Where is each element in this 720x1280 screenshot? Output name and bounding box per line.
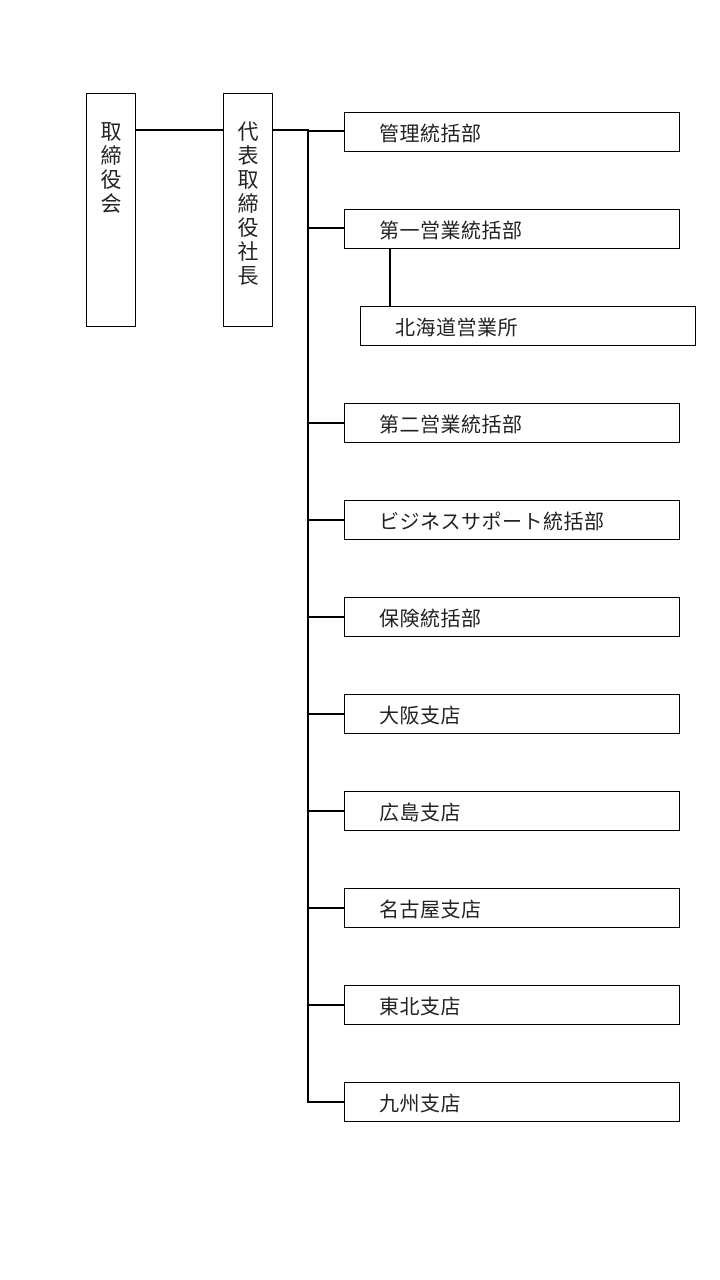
president-char: 表	[237, 144, 259, 168]
president-box: 代 表 取 締 役 社 長	[223, 93, 273, 327]
dept-label: 第一営業統括部	[379, 218, 523, 243]
dept-label: 保険統括部	[379, 606, 482, 631]
dept-label: ビジネスサポート統括部	[379, 509, 605, 534]
board-char: 取	[100, 120, 122, 144]
dept-label: 第二営業統括部	[379, 412, 523, 437]
dept-label: 九州支店	[379, 1091, 461, 1116]
dept-box-tohoku: 東北支店	[344, 985, 680, 1025]
branch-line	[307, 1004, 344, 1006]
branch-line	[307, 227, 344, 229]
dept-box-business-support: ビジネスサポート統括部	[344, 500, 680, 540]
dept-box-eigyo2: 第二営業統括部	[344, 403, 680, 443]
president-char: 締	[237, 192, 259, 216]
president-trunk-connector	[273, 129, 309, 131]
president-char: 代	[237, 120, 259, 144]
dept-box-kanri: 管理統括部	[344, 112, 680, 152]
dept-box-nagoya: 名古屋支店	[344, 888, 680, 928]
board-president-connector	[136, 129, 223, 131]
branch-line	[307, 907, 344, 909]
branch-line	[307, 130, 344, 132]
branch-line	[307, 616, 344, 618]
branch-line	[307, 422, 344, 424]
dept-label: 名古屋支店	[379, 897, 482, 922]
president-char: 役	[237, 216, 259, 240]
president-char: 取	[237, 168, 259, 192]
sub-connector	[389, 249, 391, 306]
dept-box-kyushu: 九州支店	[344, 1082, 680, 1122]
branch-line	[307, 713, 344, 715]
board-char: 締	[100, 144, 122, 168]
dept-label: 大阪支店	[379, 703, 461, 728]
dept-box-osaka: 大阪支店	[344, 694, 680, 734]
branch-line	[307, 1101, 344, 1103]
board-char: 役	[100, 168, 122, 192]
dept-box-eigyo1: 第一営業統括部	[344, 209, 680, 249]
dept-box-hoken: 保険統括部	[344, 597, 680, 637]
dept-box-hiroshima: 広島支店	[344, 791, 680, 831]
board-char: 会	[100, 192, 122, 216]
president-char: 長	[237, 264, 259, 288]
branch-line	[307, 519, 344, 521]
president-char: 社	[237, 240, 259, 264]
dept-label: 東北支店	[379, 994, 461, 1019]
subdept-label: 北海道営業所	[395, 315, 518, 340]
dept-label: 広島支店	[379, 800, 461, 825]
board-box: 取 締 役 会	[86, 93, 136, 327]
dept-label: 管理統括部	[379, 121, 482, 146]
branch-line	[307, 810, 344, 812]
subdept-box-hokkaido: 北海道営業所	[360, 306, 696, 346]
